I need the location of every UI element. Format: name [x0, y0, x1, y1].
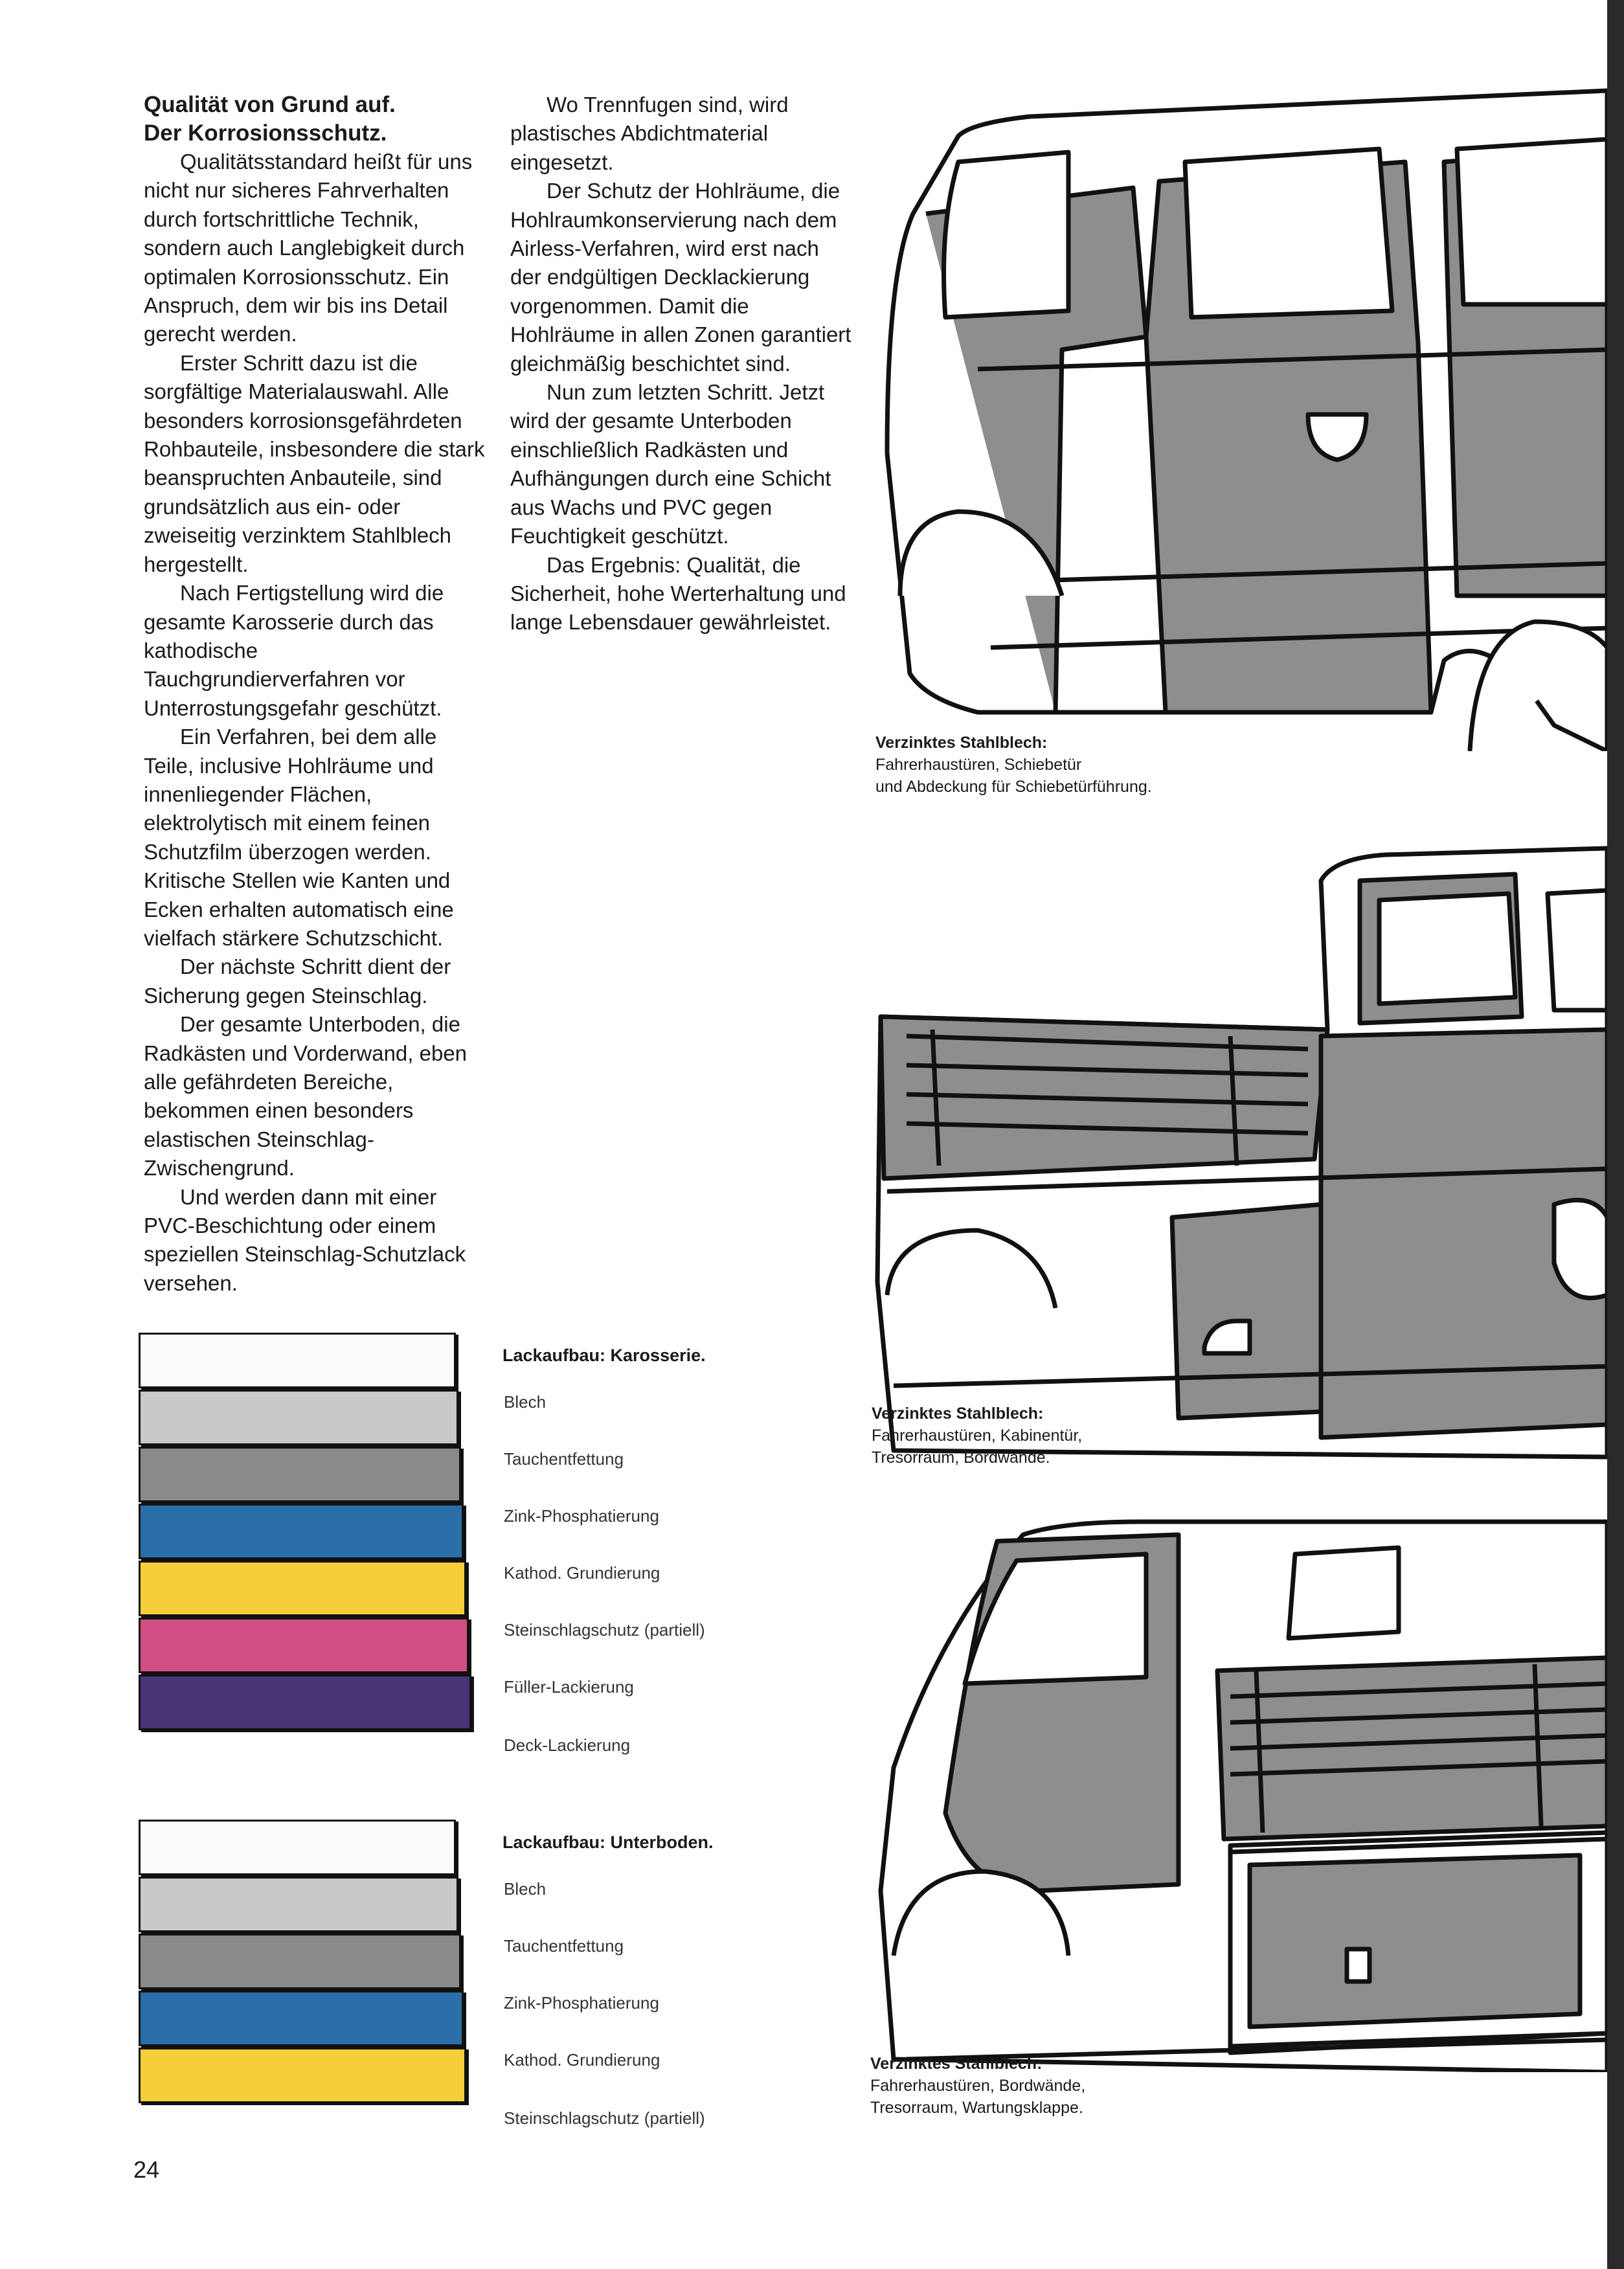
heading-line-2: Der Korrosionsschutz.	[144, 120, 387, 146]
paint-body-title: Lackaufbau: Karosserie.	[502, 1346, 706, 1365]
page-number: 24	[133, 2156, 160, 2183]
page-edge	[1607, 0, 1624, 2269]
caption-1: Verzinktes Stahlblech: Fahrerhaustüren, …	[875, 732, 1152, 798]
paint-swatch-3	[139, 1934, 461, 1989]
paint-swatch-5	[139, 2048, 466, 2103]
paint-swatch-2	[139, 1877, 458, 1932]
layer-label: Blech	[504, 1392, 547, 1412]
text-column-1: Qualitätsstandard heißt für uns nicht nu…	[144, 148, 487, 1298]
caption-title: Verzinktes Stahlblech:	[875, 734, 1048, 752]
paragraph: Und werden dann mit einer PVC-Beschichtu…	[144, 1184, 466, 1295]
paragraph: Nach Fertigstellung wird die gesamte Kar…	[144, 581, 444, 720]
layer-label: Zink-Phosphatierung	[504, 1506, 659, 1526]
caption-title: Verzinktes Stahlblech:	[872, 1405, 1044, 1423]
layer-label: Steinschlagschutz (partiell)	[504, 1620, 705, 1640]
paragraph: Der nächste Schritt dient der Sicherung …	[144, 954, 451, 1008]
caption-line: Fahrerhaustüren, Bordwände,	[870, 2077, 1086, 2095]
heading-line-1: Qualität von Grund auf.	[144, 92, 396, 117]
caption-3: Verzinktes Stahlblech: Fahrerhaustüren, …	[870, 2053, 1085, 2119]
paragraph: Wo Trennfugen sind, wird plastisches Abd…	[510, 93, 789, 174]
paint-swatch-4	[139, 1504, 464, 1559]
caption-line: Fahrerhaustüren, Kabinentür,	[872, 1427, 1083, 1445]
layer-label: Kathod. Grundierung	[504, 2050, 660, 2070]
paint-swatch-3	[139, 1447, 461, 1502]
van-illustration-pickup	[878, 1519, 1607, 2072]
paint-swatch-4	[139, 1991, 464, 2046]
layer-label: Steinschlagschutz (partiell)	[504, 2108, 705, 2128]
layer-label: Kathod. Grundierung	[504, 1563, 660, 1583]
layer-label: Tauchentfettung	[504, 1449, 624, 1469]
van-illustration-double-cab	[875, 846, 1607, 1460]
paragraph: Nun zum letzten Schritt. Jetzt wird der …	[510, 380, 831, 548]
paint-underbody-title: Lackaufbau: Unterboden.	[502, 1833, 714, 1852]
caption-line: Fahrerhaustüren, Schiebetür	[875, 756, 1082, 774]
layer-label: Deck-Lackierung	[504, 1735, 631, 1755]
paragraph: Der gesamte Unterboden, die Radkästen un…	[144, 1012, 468, 1180]
article-heading: Qualität von Grund auf. Der Korrosionssc…	[144, 91, 480, 148]
paint-swatch-1	[139, 1820, 456, 1875]
caption-line: Tresorraum, Wartungsklappe.	[870, 2099, 1083, 2117]
layer-label: Füller-Lackierung	[504, 1677, 634, 1697]
paragraph: Das Ergebnis: Qualität, die Sicherheit, …	[510, 552, 846, 635]
paragraph: Erster Schritt dazu ist die sorgfältige …	[144, 350, 485, 576]
paragraph: Ein Verfahren, bei dem alle Teile, inclu…	[144, 725, 454, 950]
layer-label: Blech	[504, 1879, 547, 1899]
layer-label: Zink-Phosphatierung	[504, 1993, 659, 2013]
caption-title: Verzinktes Stahlblech:	[870, 2055, 1043, 2073]
paint-swatch-6	[139, 1618, 469, 1673]
paint-swatch-5	[139, 1561, 466, 1616]
paragraph: Qualitätsstandard heißt für uns nicht nu…	[144, 150, 473, 346]
van-illustration-bus	[885, 88, 1607, 751]
layer-label: Tauchentfettung	[504, 1936, 624, 1956]
caption-line: und Abdeckung für Schiebetürführung.	[875, 778, 1152, 796]
paint-swatch-1	[139, 1333, 456, 1388]
paragraph: Der Schutz der Hohlräume, die Hohlraumko…	[510, 179, 851, 376]
paint-swatch-7	[139, 1675, 471, 1730]
caption-2: Verzinktes Stahlblech: Fahrerhaustüren, …	[872, 1403, 1082, 1469]
paint-swatch-2	[139, 1390, 458, 1445]
text-column-2: Wo Trennfugen sind, wird plastisches Abd…	[510, 91, 853, 637]
caption-line: Tresorraum, Bordwände.	[872, 1449, 1050, 1467]
